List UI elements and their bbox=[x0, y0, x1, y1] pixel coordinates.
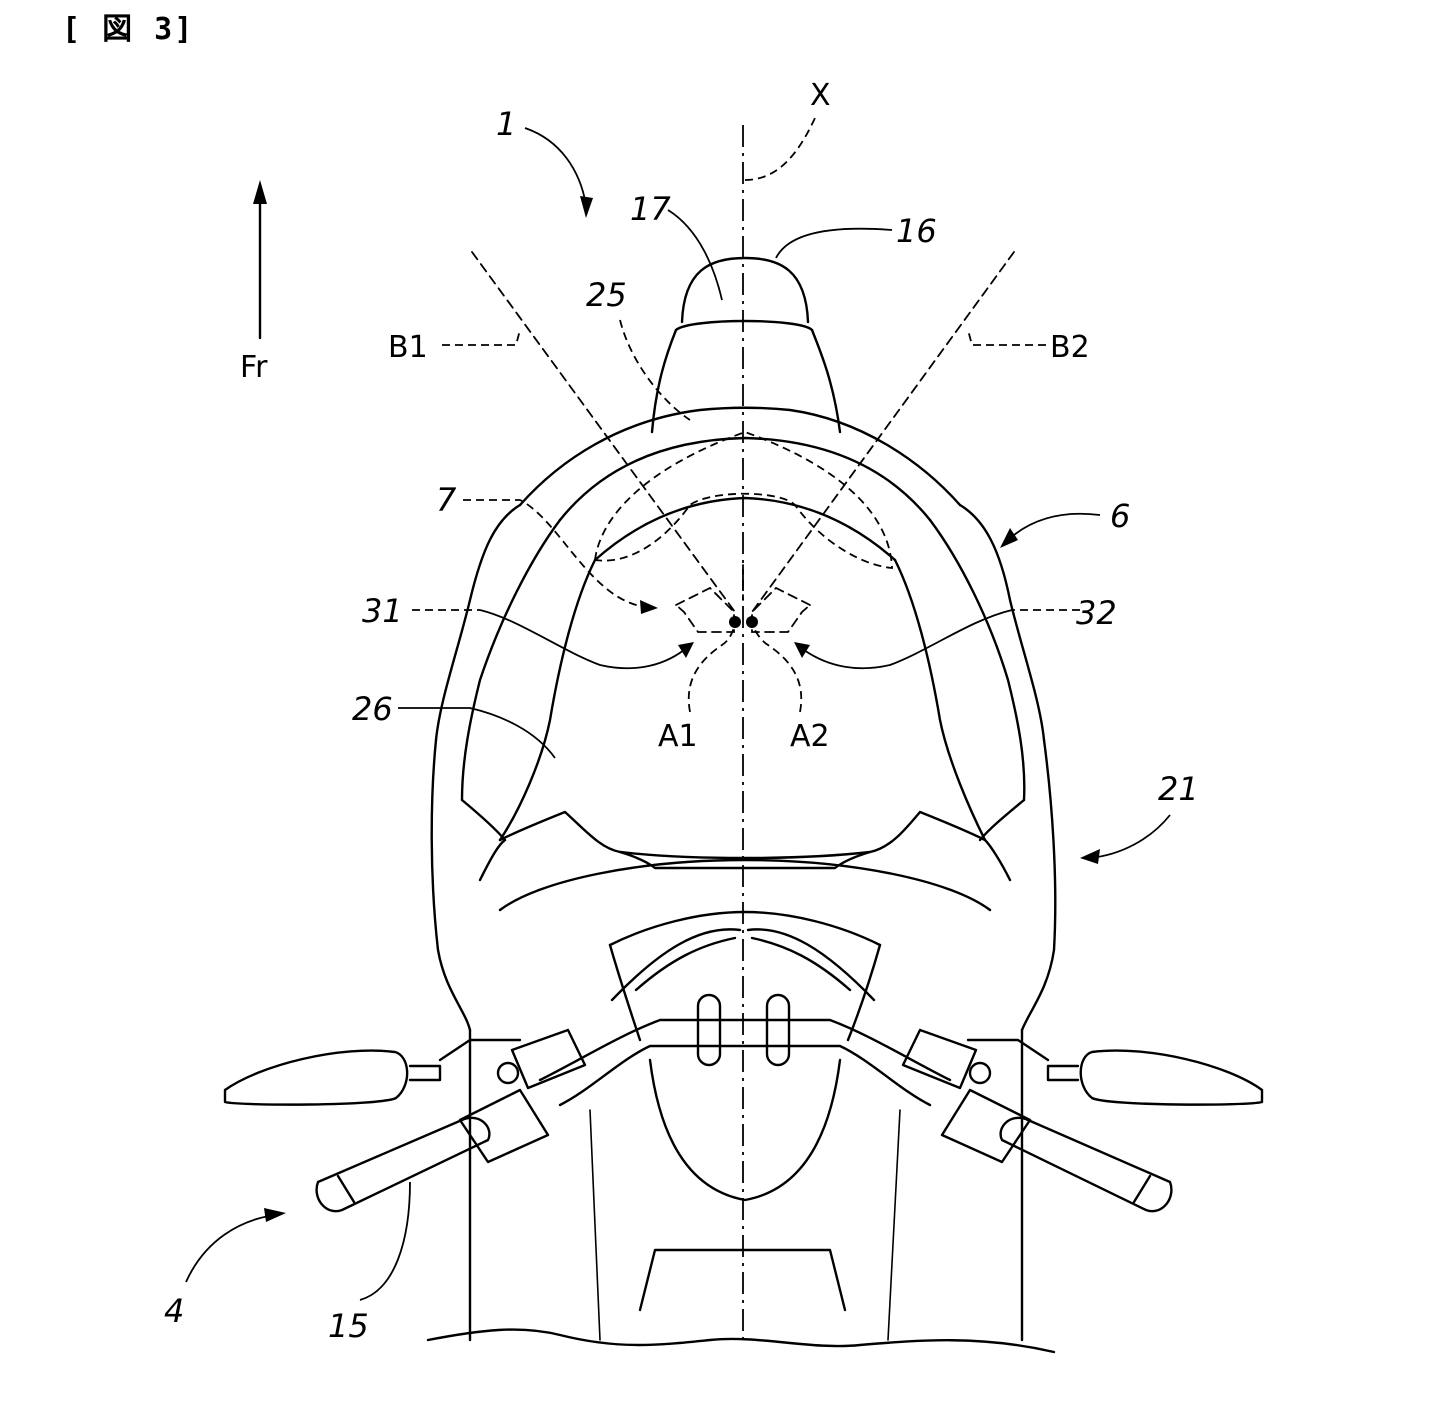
ref-17: 17 bbox=[630, 190, 671, 228]
ref-16: 16 bbox=[896, 212, 937, 250]
axis-x-leader bbox=[744, 117, 816, 181]
label-b2: B2 bbox=[1050, 330, 1090, 365]
ref-1: 1 bbox=[496, 105, 516, 143]
leader-b2 bbox=[967, 329, 1046, 346]
label-b1: B1 bbox=[388, 330, 428, 365]
ref-4: 4 bbox=[164, 1292, 184, 1330]
cowl bbox=[434, 406, 1046, 802]
ground-line bbox=[426, 1328, 1056, 1354]
headlight bbox=[650, 256, 842, 434]
right-grip bbox=[901, 1028, 1173, 1213]
leader-6 bbox=[1007, 512, 1101, 541]
ref-7: 7 bbox=[436, 481, 457, 519]
screen-outline bbox=[593, 431, 893, 569]
leader-4 bbox=[185, 1214, 276, 1283]
leader-a1 bbox=[687, 621, 736, 713]
leader-31b bbox=[479, 609, 685, 670]
direction-label: Fr bbox=[240, 350, 268, 385]
ref-26: 26 bbox=[352, 690, 393, 728]
leader-21 bbox=[1089, 814, 1171, 859]
left-grip bbox=[315, 1028, 587, 1213]
leader-15 bbox=[359, 1181, 411, 1301]
leader-17 bbox=[667, 209, 723, 301]
front-arrow-icon bbox=[253, 180, 267, 340]
leader-b1 bbox=[442, 329, 521, 346]
handlebar bbox=[538, 928, 952, 1107]
label-a1: A1 bbox=[658, 719, 698, 754]
ref-21: 21 bbox=[1158, 770, 1199, 808]
sensor-unit-31 bbox=[674, 586, 735, 633]
ref-15: 15 bbox=[328, 1307, 369, 1345]
ref-31: 31 bbox=[362, 592, 403, 630]
ref-25: 25 bbox=[586, 276, 627, 314]
leader-7 bbox=[463, 499, 647, 608]
leader-16 bbox=[775, 227, 893, 259]
leader-26 bbox=[398, 707, 556, 759]
lower-body bbox=[430, 738, 1057, 1342]
leader-a2 bbox=[751, 621, 803, 713]
leader-32b bbox=[803, 609, 1013, 670]
left-mirror bbox=[223, 1038, 522, 1106]
detection-line-b2 bbox=[751, 251, 1015, 613]
ref-6: 6 bbox=[1110, 497, 1130, 535]
label-a2: A2 bbox=[790, 719, 830, 754]
leader-25 bbox=[619, 319, 691, 421]
sensor-unit-32 bbox=[751, 586, 812, 633]
leader-1 bbox=[524, 127, 587, 206]
inner-panel bbox=[460, 496, 1026, 882]
figure-caption: [ 図 3] bbox=[62, 12, 195, 47]
axis-label-x: X bbox=[810, 78, 831, 113]
detection-line-b1 bbox=[471, 251, 736, 613]
ref-32: 32 bbox=[1076, 594, 1117, 632]
right-mirror bbox=[966, 1038, 1264, 1106]
